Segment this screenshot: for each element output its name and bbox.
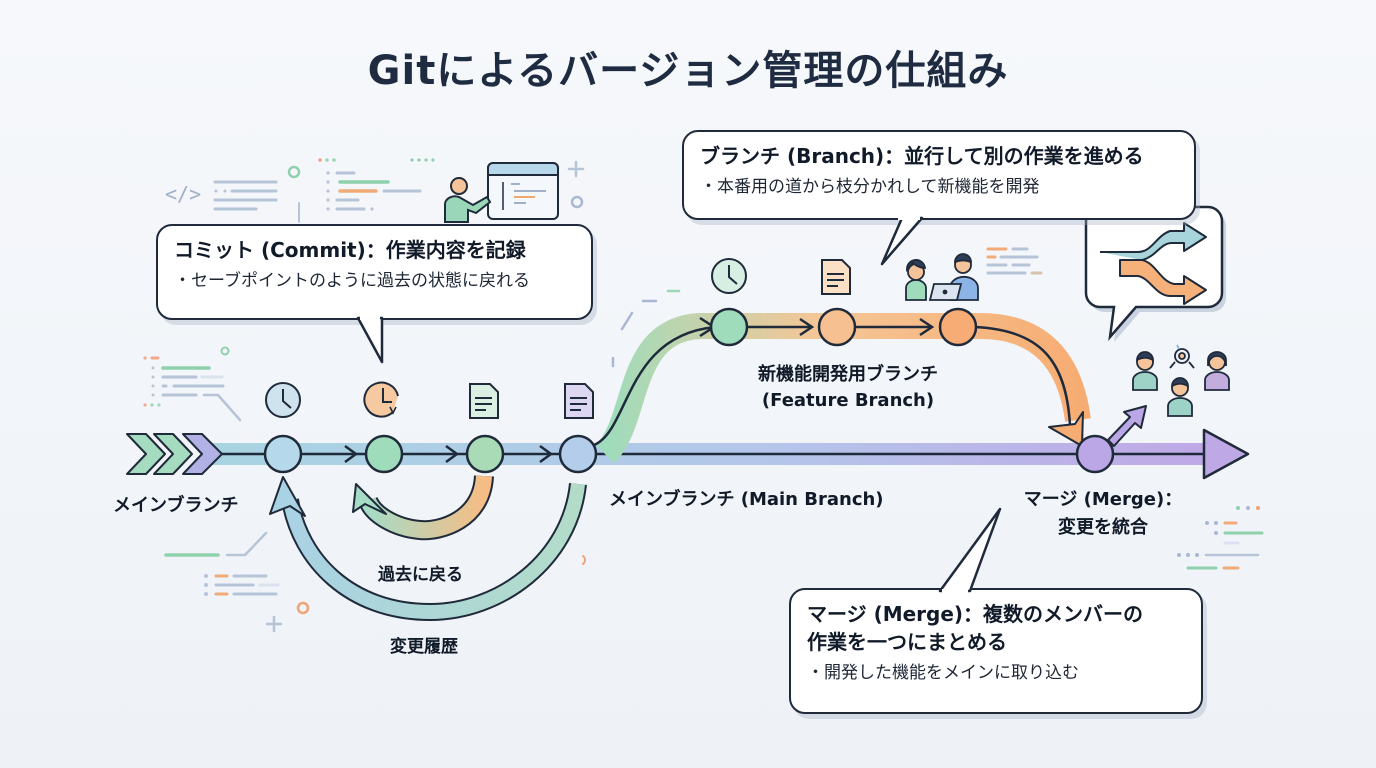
feature-branch-label-1: 新機能開発用ブランチ (758, 364, 938, 385)
code-lines-decoration-left (143, 346, 586, 633)
feature-commit-node (817, 307, 857, 347)
merge-callout-tail (938, 507, 1002, 593)
merge-callout-bullet: ・開発した機能をメインに取り込む (807, 663, 1079, 683)
commit-node (465, 434, 505, 474)
branch-callout-bullet: ・本番用の道から枝分かれして新機能を開発 (700, 177, 1040, 197)
branch-callout: ブランチ (Branch)：並行して別の作業を進める ・本番用の道から枝分かれし… (682, 130, 1196, 220)
feature-commit-node (709, 307, 749, 347)
go-back-arrow (352, 474, 494, 541)
main-branch-label: メインブランチ (Main Branch) (609, 489, 884, 510)
merge-label-1: マージ (Merge)： (1023, 489, 1183, 510)
team-members-icon (1132, 344, 1230, 417)
commit-nodes (263, 307, 1115, 474)
code-brackets-icon: </> (165, 182, 201, 206)
history-arrow (269, 476, 587, 622)
clock-icon (265, 382, 301, 418)
page-title: Gitによるバージョン管理の仕組み (367, 48, 1009, 94)
merge-callout-heading-2: 作業を一つにまとめる (807, 630, 1007, 654)
commit-node (364, 434, 404, 474)
feature-branch-label-2: (Feature Branch) (761, 390, 935, 411)
document-icon (564, 383, 594, 419)
code-decoration: </> (165, 158, 585, 223)
commit-node (558, 434, 598, 474)
merge-label-2: 変更を統合 (1058, 517, 1148, 538)
feature-branch-label: 新機能開発用ブランチ (Feature Branch) (738, 362, 958, 414)
history-label: 変更履歴 (390, 637, 458, 657)
branch-callout-tail (880, 216, 924, 266)
clock-icon (711, 258, 747, 294)
main-branch-label-left: メインブランチ (113, 495, 239, 516)
chevrons-icon (126, 433, 223, 475)
commit-callout-bullet: ・セーブポイントのように過去の状態に戻れる (174, 271, 530, 291)
merge-label: マージ (Merge)： 変更を統合 (1018, 486, 1188, 542)
feature-commit-node (938, 307, 978, 347)
merge-icon-bubble (1084, 205, 1226, 342)
merge-callout: マージ (Merge)：複数のメンバーの 作業を一つにまとめる ・開発した機能を… (789, 588, 1203, 714)
document-icon (821, 259, 851, 295)
commit-callout-tail (356, 316, 384, 364)
branch-callout-heading: ブランチ (Branch)：並行して別の作業を進める (700, 144, 1144, 168)
clock-rewind-icon (363, 381, 399, 418)
team-laptop-icon (905, 253, 979, 301)
merge-node (1075, 434, 1115, 474)
branch-split-icon (1100, 222, 1207, 305)
code-lines-decoration-right (611, 247, 1264, 570)
commit-callout-heading: コミット (Commit)：作業内容を記録 (174, 238, 526, 262)
presenter-icon (444, 162, 559, 223)
document-icon (469, 383, 499, 419)
merge-outgoing-arrow (1107, 405, 1147, 447)
go-back-label: 過去に戻る (378, 565, 463, 585)
commit-callout: コミット (Commit)：作業内容を記録 ・セーブポイントのように過去の状態に… (156, 224, 593, 320)
commit-node (263, 434, 303, 474)
merge-callout-heading-1: マージ (Merge)：複数のメンバーの (807, 602, 1144, 626)
